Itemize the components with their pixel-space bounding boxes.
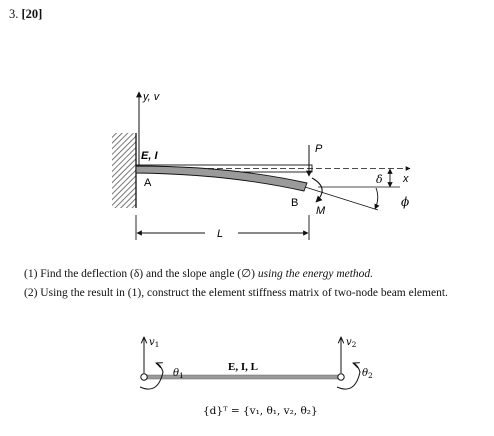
instruction-1-emphasis: using the energy method.	[257, 268, 374, 280]
theta1-label: θ1	[173, 368, 184, 380]
fixed-wall	[112, 133, 136, 208]
dof-vector: {d}ᵀ = {v₁, θ₁, v₂, θ₂}	[203, 405, 318, 417]
beam-element-figure: v1 θ1 v2 θ2 E, I, L {d}ᵀ = {v₁, θ₁, v₂, …	[139, 337, 373, 417]
slope-symbol: ϕ	[401, 195, 409, 209]
deflection-symbol: δ	[376, 173, 383, 186]
moment-label: M	[316, 205, 326, 217]
beam-properties-label: E, I	[141, 150, 158, 162]
problem-number: 3.	[9, 7, 19, 21]
load-p-label: P	[315, 143, 323, 155]
node-1	[140, 373, 148, 381]
problem-points: [20]	[21, 7, 43, 21]
instruction-1-text: (1) Find the deflection (δ) and the slop…	[24, 268, 258, 280]
node-2	[337, 373, 345, 381]
cantilever-figure: y, v x E, I A B P M δ ϕ L	[112, 91, 411, 240]
moment-arrow	[311, 177, 323, 203]
point-a-label: A	[144, 177, 152, 189]
element-properties-label: E, I, L	[228, 361, 258, 373]
v1-label: v1	[149, 337, 159, 349]
instruction-1: (1) Find the deflection (δ) and the slop…	[24, 267, 373, 281]
slope-tangent-line	[304, 186, 379, 211]
theta1-arrow	[139, 363, 164, 390]
slope-angle-arc	[374, 187, 380, 210]
x-axis-label: x	[402, 173, 409, 185]
theta2-arrow	[336, 363, 361, 390]
theta2-label: θ2	[362, 368, 373, 380]
v2-label: v2	[346, 337, 357, 349]
deformed-beam	[135, 165, 308, 192]
instruction-2: (2) Using the result in (1), construct t…	[24, 287, 448, 299]
point-b-label: B	[291, 197, 298, 209]
length-label: L	[217, 228, 223, 240]
y-axis-label: y, v	[142, 91, 161, 103]
problem-header: 3. [20]	[9, 6, 42, 22]
